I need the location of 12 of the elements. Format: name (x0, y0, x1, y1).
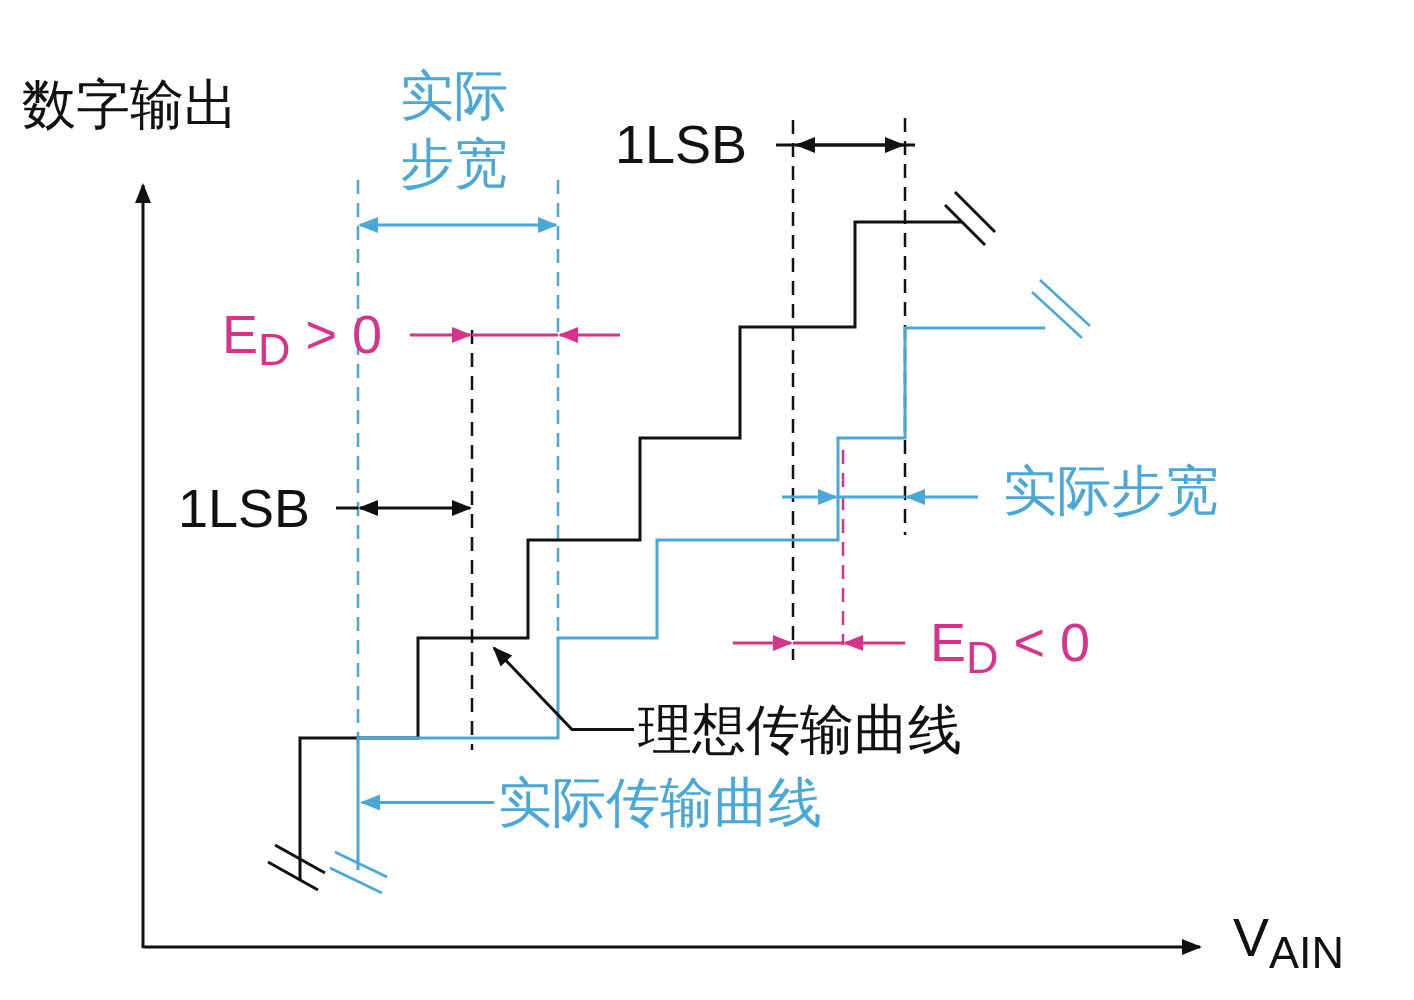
axis-title: V$_{AIN}$ (1233, 906, 1345, 980)
dimension-label: 实际步宽 (1003, 459, 1219, 522)
dimension-label: 1LSB (178, 477, 311, 540)
leader-arrow (492, 646, 634, 731)
leader-arrow (360, 794, 494, 811)
dimension-label: 1LSB (615, 113, 748, 176)
dimension-label: E$_{D}$ < 0 (930, 611, 1091, 685)
dimension-label: E$_{D}$ > 0 (222, 303, 383, 377)
curve-label: 实际传输曲线 (498, 770, 822, 835)
axis-title: 数字输出 (22, 73, 238, 136)
dimension-label: 实际步宽 (400, 64, 509, 195)
curve-label: 理想传输曲线 (638, 697, 962, 762)
